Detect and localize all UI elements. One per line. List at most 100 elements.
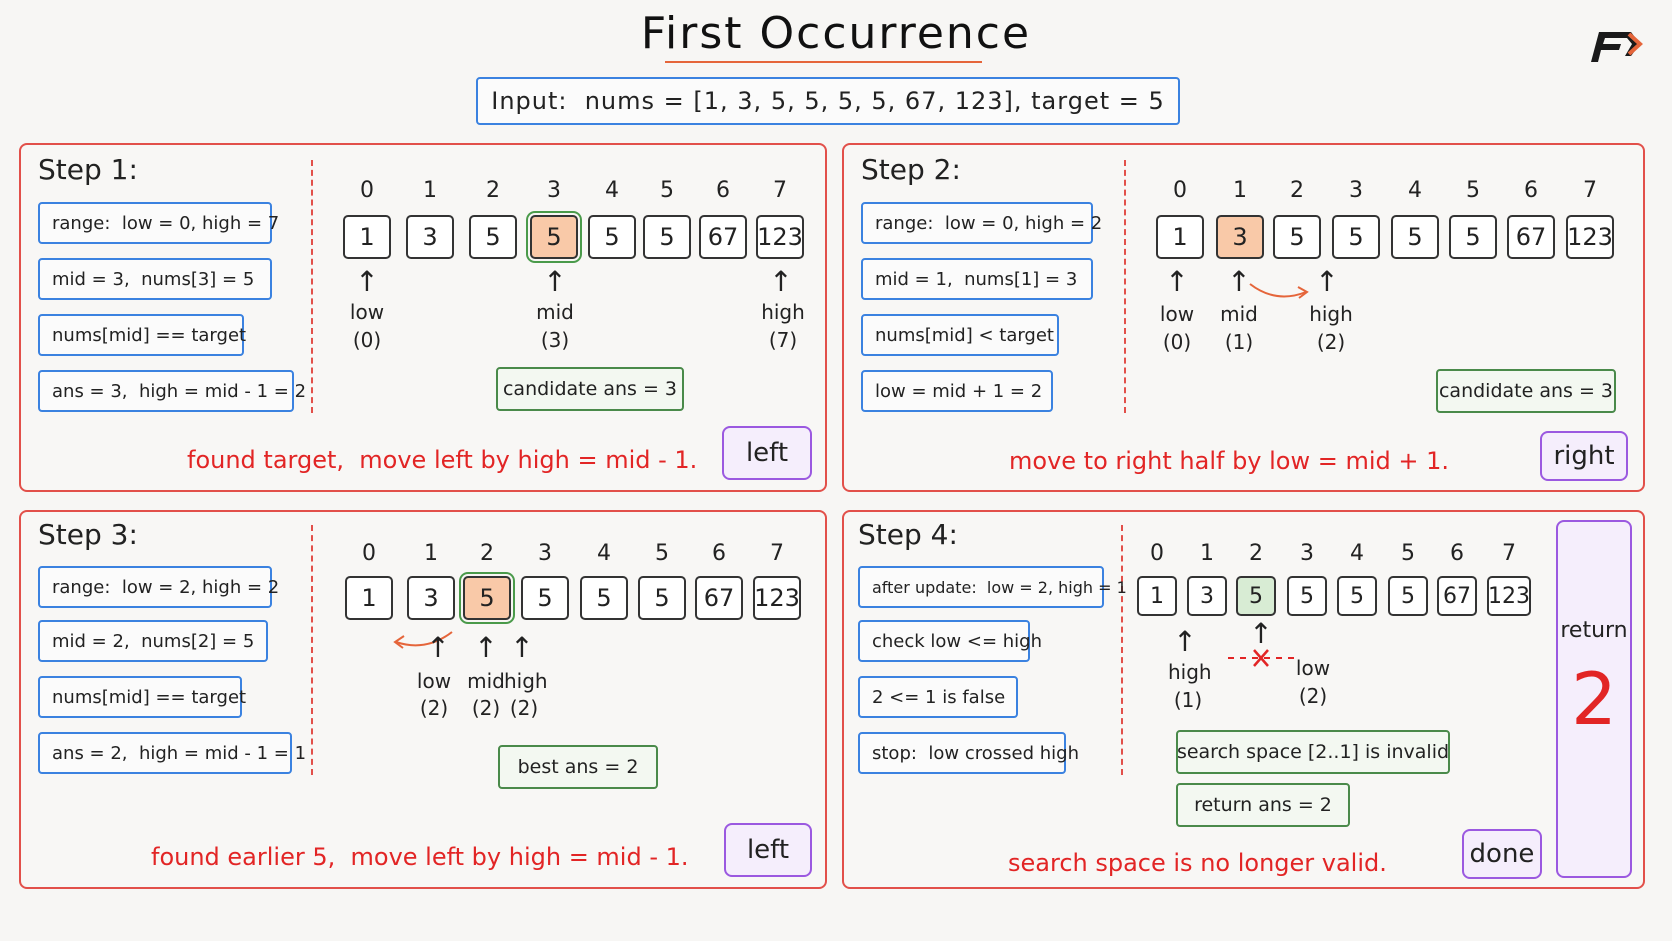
index-label: 7 xyxy=(1583,178,1597,203)
step3-op-mid: mid = 2, nums[2] = 5 xyxy=(38,620,268,662)
step1-op-mid: mid = 3, nums[3] = 5 xyxy=(38,258,272,300)
step2-op-compare: nums[mid] < target xyxy=(861,314,1059,356)
array-cell: 123 xyxy=(1487,576,1531,616)
arrow-up-icon: ↑ xyxy=(355,265,379,298)
step3-best-ans: best ans = 2 xyxy=(498,745,658,789)
arrow-up-icon: ↑ xyxy=(1227,265,1251,298)
array-cell: 5 xyxy=(1337,576,1377,616)
pointer-high-value: (1) xyxy=(1173,688,1203,712)
index-label: 6 xyxy=(1450,541,1464,566)
step2-direction-right: right xyxy=(1540,431,1628,481)
index-label: 7 xyxy=(773,178,787,203)
step4-done: done xyxy=(1462,829,1542,879)
index-label: 6 xyxy=(1524,178,1538,203)
step4-title: Step 4: xyxy=(858,518,958,551)
array-cell: 5 xyxy=(1449,215,1497,259)
step1-op-compare: nums[mid] == target xyxy=(38,314,246,356)
step3-divider xyxy=(311,525,313,775)
index-label: 2 xyxy=(1249,541,1263,566)
step1-op-range: range: low = 0, high = 7 xyxy=(38,202,279,244)
array-cell-mid: 3 xyxy=(1216,215,1264,259)
step2-title: Step 2: xyxy=(861,153,961,186)
array-cell: 5 xyxy=(638,576,686,620)
index-label: 1 xyxy=(424,541,438,566)
array-cell: 123 xyxy=(756,215,804,259)
index-label: 0 xyxy=(1173,178,1187,203)
cross-icon xyxy=(1228,649,1296,667)
logo-icon xyxy=(1591,32,1643,62)
return-value: 2 xyxy=(1571,657,1617,741)
index-label: 7 xyxy=(770,541,784,566)
array-cell: 1 xyxy=(343,215,391,259)
array-cell-mid: 5 xyxy=(530,215,578,259)
index-label: 5 xyxy=(1466,178,1480,203)
array-cell: 3 xyxy=(406,215,454,259)
pointer-mid-value: (3) xyxy=(540,328,570,352)
array-cell: 5 xyxy=(1273,215,1321,259)
step1-candidate: candidate ans = 3 xyxy=(496,367,684,411)
step3-op-update: ans = 2, high = mid - 1 = 1 xyxy=(38,732,306,774)
array-cell: 5 xyxy=(469,215,517,259)
array-cell-mid: 5 xyxy=(463,576,511,620)
array-cell: 5 xyxy=(580,576,628,620)
pointer-high-label: high xyxy=(761,300,805,324)
arrow-up-icon: ↑ xyxy=(1165,265,1189,298)
index-label: 3 xyxy=(1300,541,1314,566)
pointer-low-value: (2) xyxy=(419,696,449,720)
pointer-low-label: low xyxy=(1295,656,1331,680)
array-cell: 123 xyxy=(1566,215,1614,259)
return-label: return xyxy=(1560,618,1628,643)
step2-candidate: candidate ans = 3 xyxy=(1436,369,1616,413)
step4-op-after-update: after update: low = 2, high = 1 xyxy=(858,566,1127,608)
step3-title: Step 3: xyxy=(38,518,138,551)
curved-arrow-icon xyxy=(1249,283,1309,299)
array-cell: 67 xyxy=(1437,576,1477,616)
pointer-low-value: (2) xyxy=(1298,684,1328,708)
array-cell: 5 xyxy=(1332,215,1380,259)
index-label: 2 xyxy=(480,541,494,566)
pointer-mid-label: mid xyxy=(467,669,505,693)
step2-op-mid: mid = 1, nums[1] = 3 xyxy=(861,258,1093,300)
array-cell: 5 xyxy=(588,215,636,259)
pointer-high-label: high xyxy=(504,669,548,693)
array-cell: 67 xyxy=(1507,215,1555,259)
arrow-up-icon: ↑ xyxy=(769,265,793,298)
page-title: First Occurrence xyxy=(640,8,1032,59)
pointer-mid-label: mid xyxy=(1220,302,1258,326)
index-label: 4 xyxy=(597,541,611,566)
index-label: 2 xyxy=(1290,178,1304,203)
step4-op-check: check low <= high xyxy=(858,620,1042,662)
array-cell: 5 xyxy=(1391,215,1439,259)
index-label: 5 xyxy=(1401,541,1415,566)
index-label: 3 xyxy=(1349,178,1363,203)
curved-arrow-icon xyxy=(393,631,453,649)
index-label: 5 xyxy=(660,178,674,203)
step4-op-false: 2 <= 1 is false xyxy=(858,676,1018,718)
step4-invalid: search space [2..1] is invalid xyxy=(1176,730,1450,774)
array-cell: 3 xyxy=(1187,576,1227,616)
pointer-mid-label: mid xyxy=(536,300,574,324)
input-box: Input: nums = [1, 3, 5, 5, 5, 5, 67, 123… xyxy=(476,77,1180,125)
index-label: 3 xyxy=(538,541,552,566)
step4-return-ans: return ans = 2 xyxy=(1176,783,1350,827)
array-cell: 67 xyxy=(699,215,747,259)
step4-divider xyxy=(1121,525,1123,775)
return-box: return 2 xyxy=(1556,520,1632,878)
array-cell: 67 xyxy=(695,576,743,620)
array-cell: 5 xyxy=(521,576,569,620)
arrow-up-icon: ↑ xyxy=(1249,617,1273,650)
step1-note: found target, move left by high = mid - … xyxy=(187,446,698,474)
pointer-low-label: low xyxy=(416,669,452,693)
step1-divider xyxy=(311,160,313,413)
array-cell: 5 xyxy=(1388,576,1428,616)
arrow-up-icon: ↑ xyxy=(543,265,567,298)
array-cell: 1 xyxy=(1137,576,1177,616)
step2-op-range: range: low = 0, high = 2 xyxy=(861,202,1102,244)
pointer-high-value: (7) xyxy=(768,328,798,352)
step1-title: Step 1: xyxy=(38,153,138,186)
array-cell: 5 xyxy=(1287,576,1327,616)
arrow-up-icon: ↑ xyxy=(474,631,498,664)
index-label: 1 xyxy=(1200,541,1214,566)
pointer-low-label: low xyxy=(1159,302,1195,326)
step2-note: move to right half by low = mid + 1. xyxy=(1009,447,1450,475)
